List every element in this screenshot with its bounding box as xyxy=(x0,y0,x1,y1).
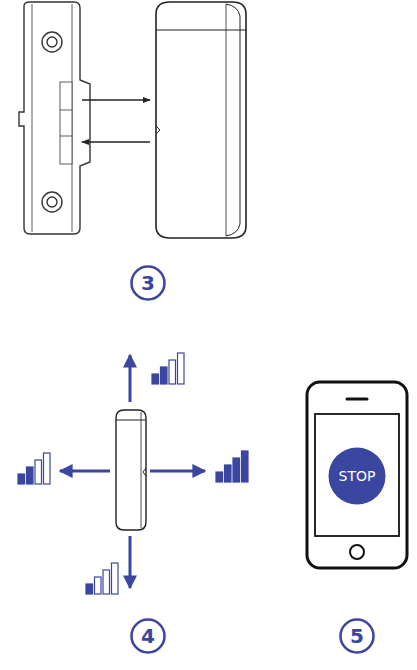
slide-arrow xyxy=(82,141,150,142)
step-number: 4 xyxy=(129,617,167,655)
signal-bar xyxy=(225,465,232,482)
signal-bar xyxy=(103,570,110,594)
signal-bar xyxy=(86,584,93,594)
step-label: 5 xyxy=(350,626,364,646)
signal-arrows xyxy=(60,355,205,588)
signal-bar xyxy=(242,451,249,482)
signal-bar xyxy=(18,474,25,484)
sensor-small xyxy=(116,410,146,530)
stop-button: STOP xyxy=(328,447,386,505)
signal-bar xyxy=(169,360,176,384)
signal-bar xyxy=(35,460,42,484)
smartphone xyxy=(307,382,407,568)
signal-icon xyxy=(216,451,248,482)
signal-bar xyxy=(161,367,168,384)
step-label: 3 xyxy=(141,273,155,293)
signal-bar xyxy=(44,453,51,484)
button-label: STOP xyxy=(339,469,376,483)
signal-icon xyxy=(86,563,118,594)
signal-bar xyxy=(233,458,240,482)
signal-bar xyxy=(178,353,185,384)
step-number: 5 xyxy=(338,617,376,655)
signal-bar xyxy=(95,577,102,594)
slide-arrow xyxy=(82,99,150,100)
signal-icons xyxy=(18,353,248,594)
circle-shape xyxy=(329,448,386,505)
step-label: 4 xyxy=(141,626,155,646)
circle-shape xyxy=(132,267,165,300)
signal-bar xyxy=(152,374,159,384)
signal-bar xyxy=(112,563,119,594)
signal-icon xyxy=(152,353,184,384)
circle-shape xyxy=(132,620,165,653)
mounting-plate xyxy=(19,2,90,234)
circle-shape xyxy=(341,620,374,653)
step-number: 3 xyxy=(129,264,167,302)
sensor-housing xyxy=(156,2,246,238)
signal-bar xyxy=(27,467,34,484)
signal-icon xyxy=(18,453,50,484)
signal-bar xyxy=(216,472,223,482)
